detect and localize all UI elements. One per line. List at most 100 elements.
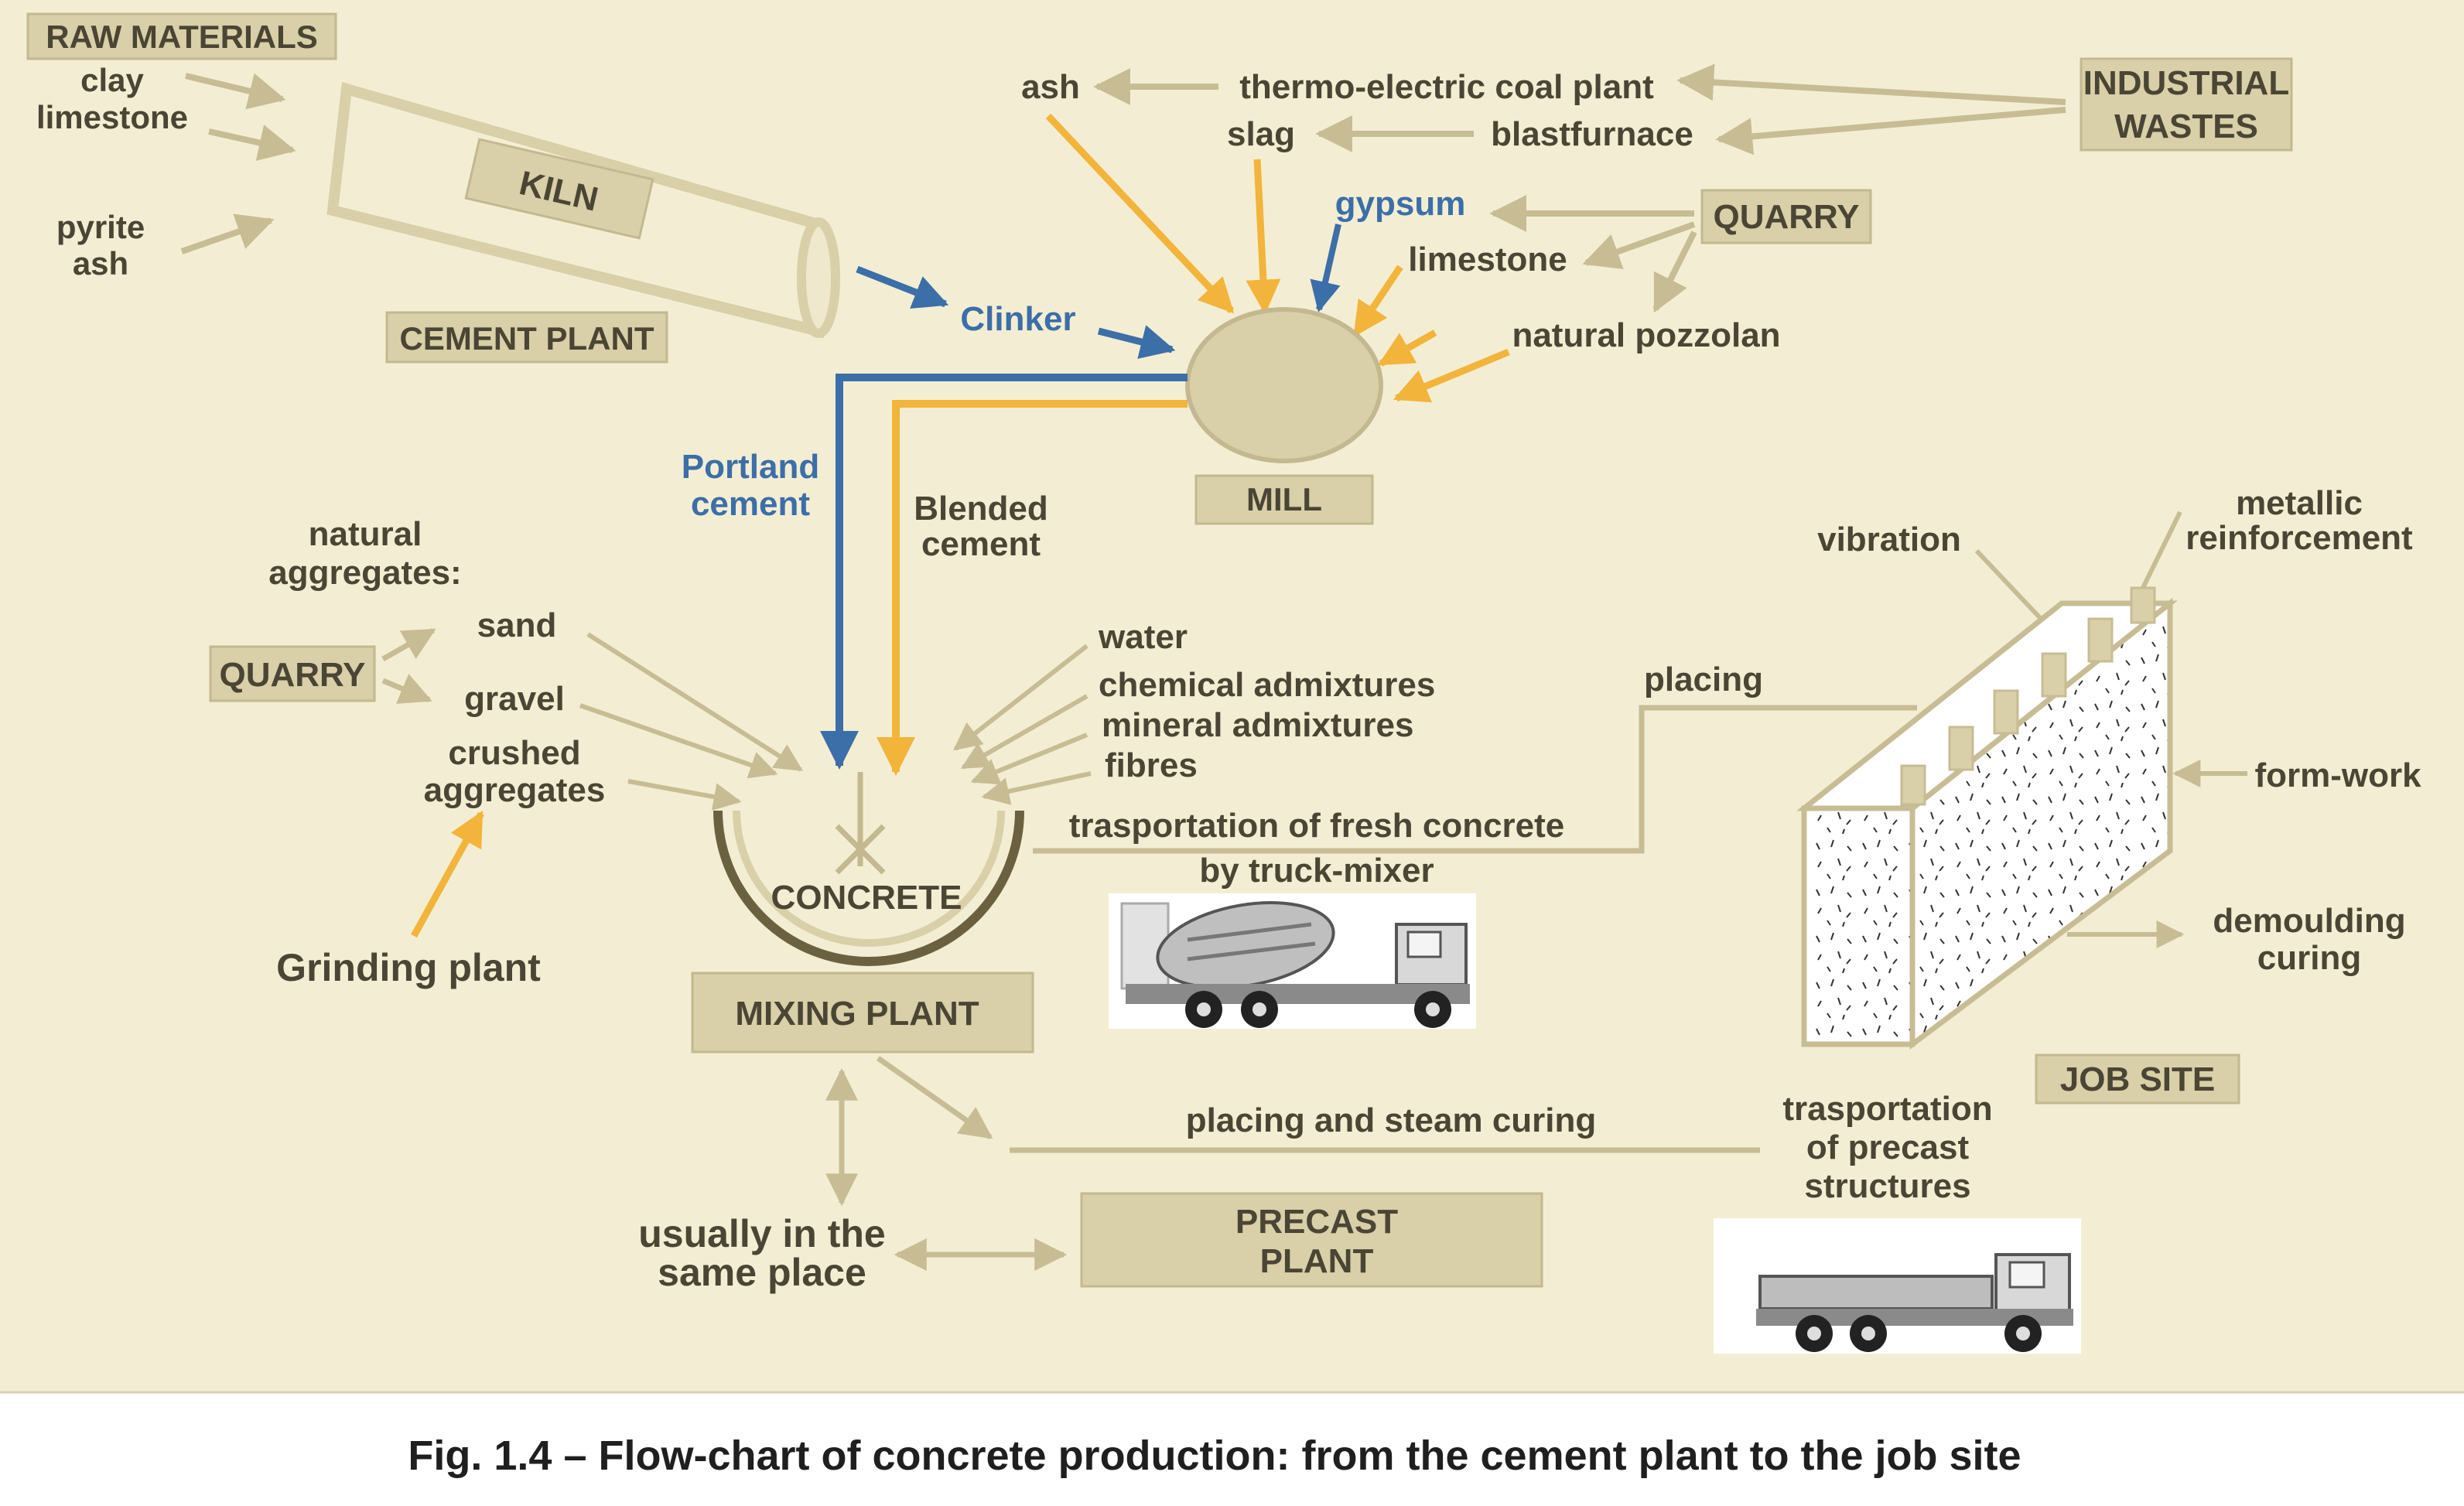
fibres-label: fibres <box>1105 746 1198 784</box>
pyrite-label: pyrite <box>56 209 145 245</box>
quarry-top-box <box>1700 189 1872 244</box>
sand-to-concrete-arrow <box>586 632 804 772</box>
demoulding-label-1: demoulding <box>2213 902 2405 940</box>
mixing-to-precast-arrow <box>876 1056 993 1139</box>
blended-label-1: Blended <box>914 490 1048 528</box>
vibration-pointer <box>1974 548 2045 623</box>
quarry-left-box <box>209 645 376 702</box>
placing-label: placing <box>1644 661 1763 698</box>
ash-raw-label: ash <box>73 245 128 282</box>
metallic-label-2: reinforcement <box>2185 519 2413 557</box>
job-site-box <box>2035 1054 2240 1105</box>
crushed-label-1: crushed <box>448 734 580 772</box>
cement-plant-label: CEMENT PLANT <box>400 320 654 357</box>
ash-top-label: ash <box>1021 68 1080 106</box>
precast-transport-label-3: structures <box>1804 1167 1970 1205</box>
mineral-admixtures-label: mineral admixtures <box>1102 706 1414 744</box>
precast-label-1: PRECAST <box>1235 1203 1398 1241</box>
quarry-to-gravel-arrow <box>381 674 432 704</box>
portland-cement-line <box>820 374 1188 770</box>
gypsum-label: gypsum <box>1335 185 1466 223</box>
industrial-label: INDUSTRIAL <box>2083 64 2289 102</box>
chemical-admixtures-label: chemical admixtures <box>1099 666 1435 704</box>
natural-label-2: aggregates: <box>268 554 461 592</box>
quarry-to-limestone-arrow <box>1582 221 1696 270</box>
gravel-label: gravel <box>464 680 565 718</box>
limestone-to-mill-arrow <box>1352 265 1403 337</box>
industrial-to-thermo-arrow <box>1676 63 2066 105</box>
water-arrow <box>953 644 1088 751</box>
mill-box <box>1194 474 1374 525</box>
chemical-arrow <box>960 694 1088 770</box>
concrete-label: CONCRETE <box>771 879 962 917</box>
vibration-label: vibration <box>1817 521 1961 558</box>
crushed-to-concrete-arrow <box>627 779 742 811</box>
quarry-to-sand-arrow <box>381 627 436 662</box>
precast-transport-label-1: trasportation <box>1782 1090 1992 1128</box>
quarry-top-label: QUARRY <box>1713 198 1859 236</box>
metallic-pointer <box>2141 511 2182 589</box>
precast-plant-box <box>1080 1192 1543 1288</box>
mixer-icon <box>835 772 886 875</box>
clay-label: clay <box>80 62 144 98</box>
blastfurnace-label: blastfurnace <box>1491 115 1693 153</box>
pyrite-arrow <box>180 213 275 254</box>
industrial-wastes-box <box>2080 57 2293 152</box>
kiln-shape <box>326 81 840 338</box>
quarry-to-pozzolan-arrow <box>1652 231 1697 313</box>
sand-label: sand <box>477 606 557 644</box>
job-site-label: JOB SITE <box>2060 1060 2216 1098</box>
gravel-to-concrete-arrow <box>579 703 778 779</box>
precast-transport-label-2: of precast <box>1806 1129 1970 1166</box>
demoulding-label-2: curing <box>2257 939 2361 977</box>
same-place-label-1: usually in the <box>638 1212 886 1255</box>
quarry-left-label: QUARRY <box>219 656 365 694</box>
same-place-label-2: same place <box>658 1251 866 1294</box>
blended-label-2: cement <box>921 525 1041 563</box>
crushed-label-2: aggregates <box>424 771 606 809</box>
fibres-arrow <box>981 771 1092 805</box>
pozzolan-to-mill-arrow2 <box>1393 348 1510 403</box>
limestone-raw-label: limestone <box>36 99 188 135</box>
raw-materials-label: RAW MATERIALS <box>46 19 318 55</box>
slag-to-mill-arrow <box>1246 159 1281 315</box>
formwork-label: form-work <box>2254 756 2421 794</box>
grinding-to-crushed-arrow <box>411 811 484 938</box>
portland-label-2: cement <box>691 485 810 523</box>
truck-mixer-icon <box>1109 893 1476 1029</box>
gypsum-to-mill-arrow <box>1310 224 1341 312</box>
concrete-bowl-inner <box>733 810 1005 947</box>
mill-label: MILL <box>1246 481 1322 517</box>
limestone-quarry-label: limestone <box>1408 241 1567 278</box>
cement-plant-box <box>385 311 668 364</box>
natural-label-1: natural <box>309 515 422 553</box>
clinker-label: Clinker <box>960 300 1075 338</box>
clinker-arrow-out <box>1097 325 1176 359</box>
mill-shape <box>1185 307 1383 463</box>
transport-label-2: by truck-mixer <box>1199 852 1434 890</box>
wastes-label: WASTES <box>2114 108 2258 145</box>
mixing-plant-box <box>691 972 1034 1054</box>
raw-materials-box <box>26 12 337 60</box>
clay-arrow <box>185 73 286 110</box>
pozzolan-label: natural pozzolan <box>1512 316 1780 354</box>
fresh-concrete-line <box>1033 705 1917 854</box>
water-label: water <box>1098 618 1188 656</box>
blended-cement-line <box>877 400 1188 776</box>
concrete-bowl <box>713 810 1024 966</box>
flatbed-truck-icon <box>1714 1218 2081 1354</box>
ash-to-mill-arrow <box>1045 113 1235 314</box>
precast-label-2: PLANT <box>1260 1242 1374 1280</box>
transport-label-1: trasportation of fresh concrete <box>1069 807 1565 845</box>
mixing-plant-label: MIXING PLANT <box>735 995 979 1033</box>
figure-caption: Fig. 1.4 – Flow-chart of concrete produc… <box>408 1433 2021 1479</box>
industrial-to-blastfurnace-arrow <box>1715 107 2066 155</box>
grinding-label: Grinding plant <box>276 946 541 989</box>
slag-label: slag <box>1227 115 1295 153</box>
metallic-label-1: metallic <box>2236 484 2363 522</box>
thermo-label: thermo-electric coal plant <box>1239 68 1654 106</box>
clinker-arrow-in <box>856 265 949 309</box>
portland-label-1: Portland <box>682 448 819 486</box>
pozzolan-to-mill-arrow1 <box>1378 330 1437 367</box>
mineral-arrow <box>970 733 1088 785</box>
